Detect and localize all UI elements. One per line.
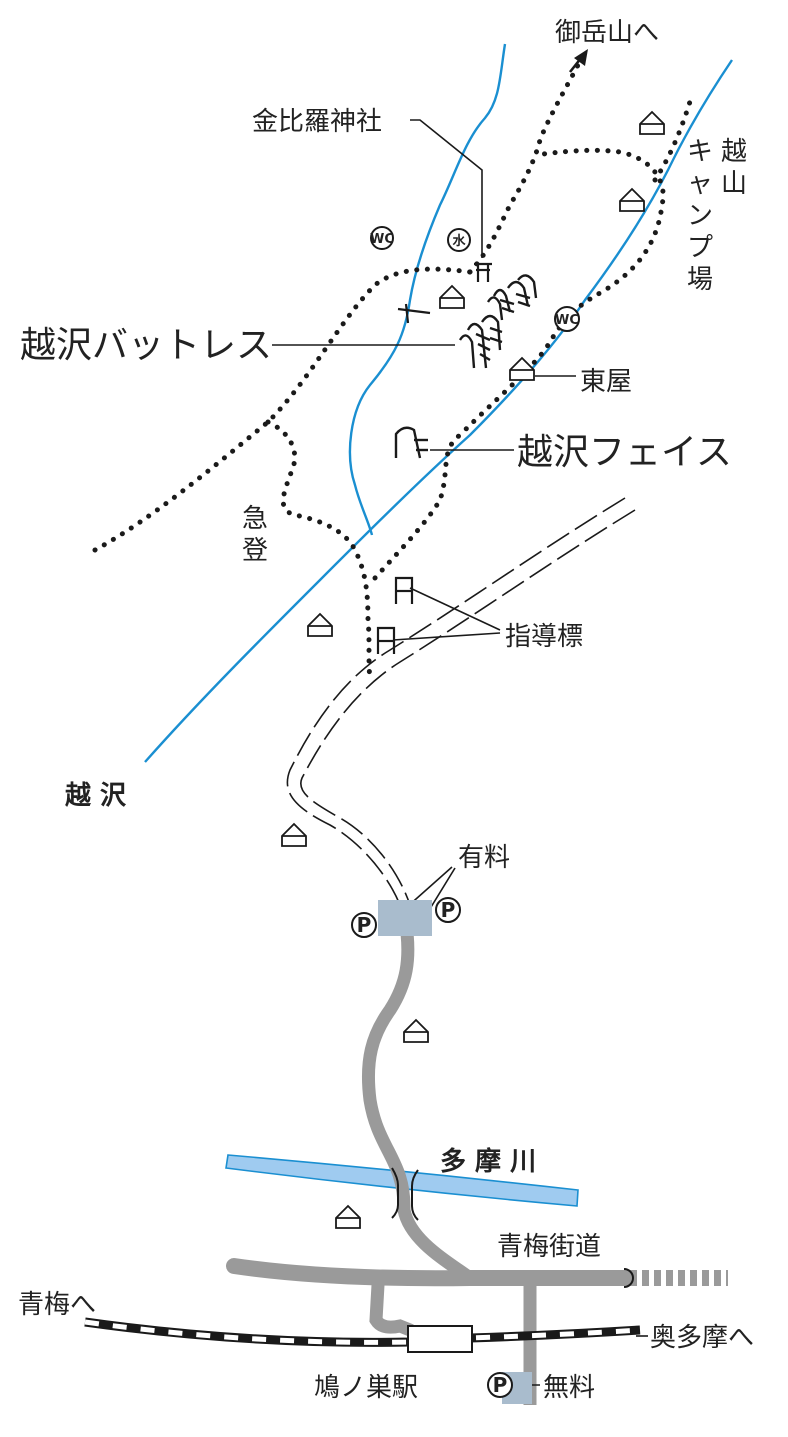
water-icon: 水 (447, 228, 471, 252)
station-box (407, 1325, 473, 1353)
parking-icon: P (487, 1372, 513, 1398)
leader-shidohyo-1 (409, 587, 501, 631)
label-kyuto-line2: 登 (241, 536, 268, 566)
label-mitake: 御岳山へ (555, 18, 659, 48)
vertical-char: ャ (686, 169, 713, 199)
label-okutama: 奥多摩へ (650, 1323, 754, 1353)
railway-base (84, 1317, 641, 1347)
label-ome: 青梅へ (18, 1290, 96, 1320)
svg-text:P: P (441, 898, 456, 922)
buttress-cliff-icon (458, 274, 538, 369)
label-face: 越沢フェイス (517, 432, 732, 473)
vertical-char: キ (686, 137, 713, 167)
vertical-char: 場 (686, 265, 713, 295)
torii-icon (474, 262, 492, 282)
railway-dash (84, 1319, 641, 1345)
label-kyuto-vertical: 急 登 (240, 503, 270, 567)
vertical-char: 山 (720, 169, 747, 199)
vertical-char: ン (686, 201, 713, 231)
label-tamagawa: 多 摩 川 (440, 1146, 536, 1177)
station-access-road (369, 1278, 417, 1337)
leader-yuryo-2 (427, 867, 456, 913)
vertical-char: プ (686, 233, 713, 263)
bridge-icon (391, 1167, 419, 1221)
signpost-icon (394, 576, 414, 604)
svg-text:P: P (493, 1373, 508, 1397)
house-icon (307, 612, 333, 637)
trail-to-mitake (467, 62, 581, 275)
wc-icon: WC (554, 306, 580, 332)
svg-text:水: 水 (452, 233, 466, 249)
ome-kaido-road (226, 1258, 633, 1287)
access-road (361, 911, 477, 1285)
label-yuryo: 有料 (458, 843, 510, 873)
label-ome-kaido: 青梅街道 (497, 1232, 601, 1262)
leader-konpira (410, 119, 483, 258)
label-konpira: 金比羅神社 (252, 107, 382, 137)
label-buttress: 越沢バットレス (20, 325, 272, 366)
svg-text:WC: WC (555, 313, 579, 328)
stream-west (348, 43, 507, 536)
parking-icon: P (435, 897, 461, 923)
arrow-up-right-icon (568, 49, 588, 73)
paid-parking-area (378, 900, 432, 936)
stream-east (144, 59, 733, 763)
label-azumaya: 東屋 (580, 367, 632, 397)
svg-text:P: P (357, 913, 372, 937)
house-icon (403, 1018, 429, 1043)
label-kyuto-line1: 急 (241, 504, 268, 534)
azumaya-icon (509, 356, 535, 381)
label-camp-line2-vertical: キャンプ場 (685, 136, 715, 296)
label-shidohyo: 指導標 (505, 622, 583, 652)
wc-icon: WC (370, 226, 394, 250)
vertical-char: 越 (720, 137, 747, 167)
house-icon (281, 822, 307, 847)
trail-tick-icon (397, 303, 431, 324)
trail-steep (265, 419, 373, 683)
house-icon (639, 110, 665, 135)
label-station: 鳩ノ巣駅 (314, 1373, 418, 1403)
face-cliff-icon (394, 426, 428, 459)
label-muryo: 無料 (543, 1373, 595, 1403)
ome-kaido-end-cap (623, 1268, 634, 1288)
house-icon (439, 284, 465, 309)
house-icon (619, 187, 645, 212)
forest-road-edge-a (286, 497, 626, 906)
leader-shidohyo-2 (392, 632, 501, 641)
house-icon (335, 1204, 361, 1229)
signpost-icon (376, 626, 396, 654)
label-camp-line1-vertical: 越山 (719, 136, 749, 200)
forest-road-edge-b (300, 509, 636, 906)
svg-text:WC: WC (370, 232, 394, 247)
label-kosawa: 越 沢 (65, 781, 127, 811)
parking-icon: P (351, 912, 377, 938)
